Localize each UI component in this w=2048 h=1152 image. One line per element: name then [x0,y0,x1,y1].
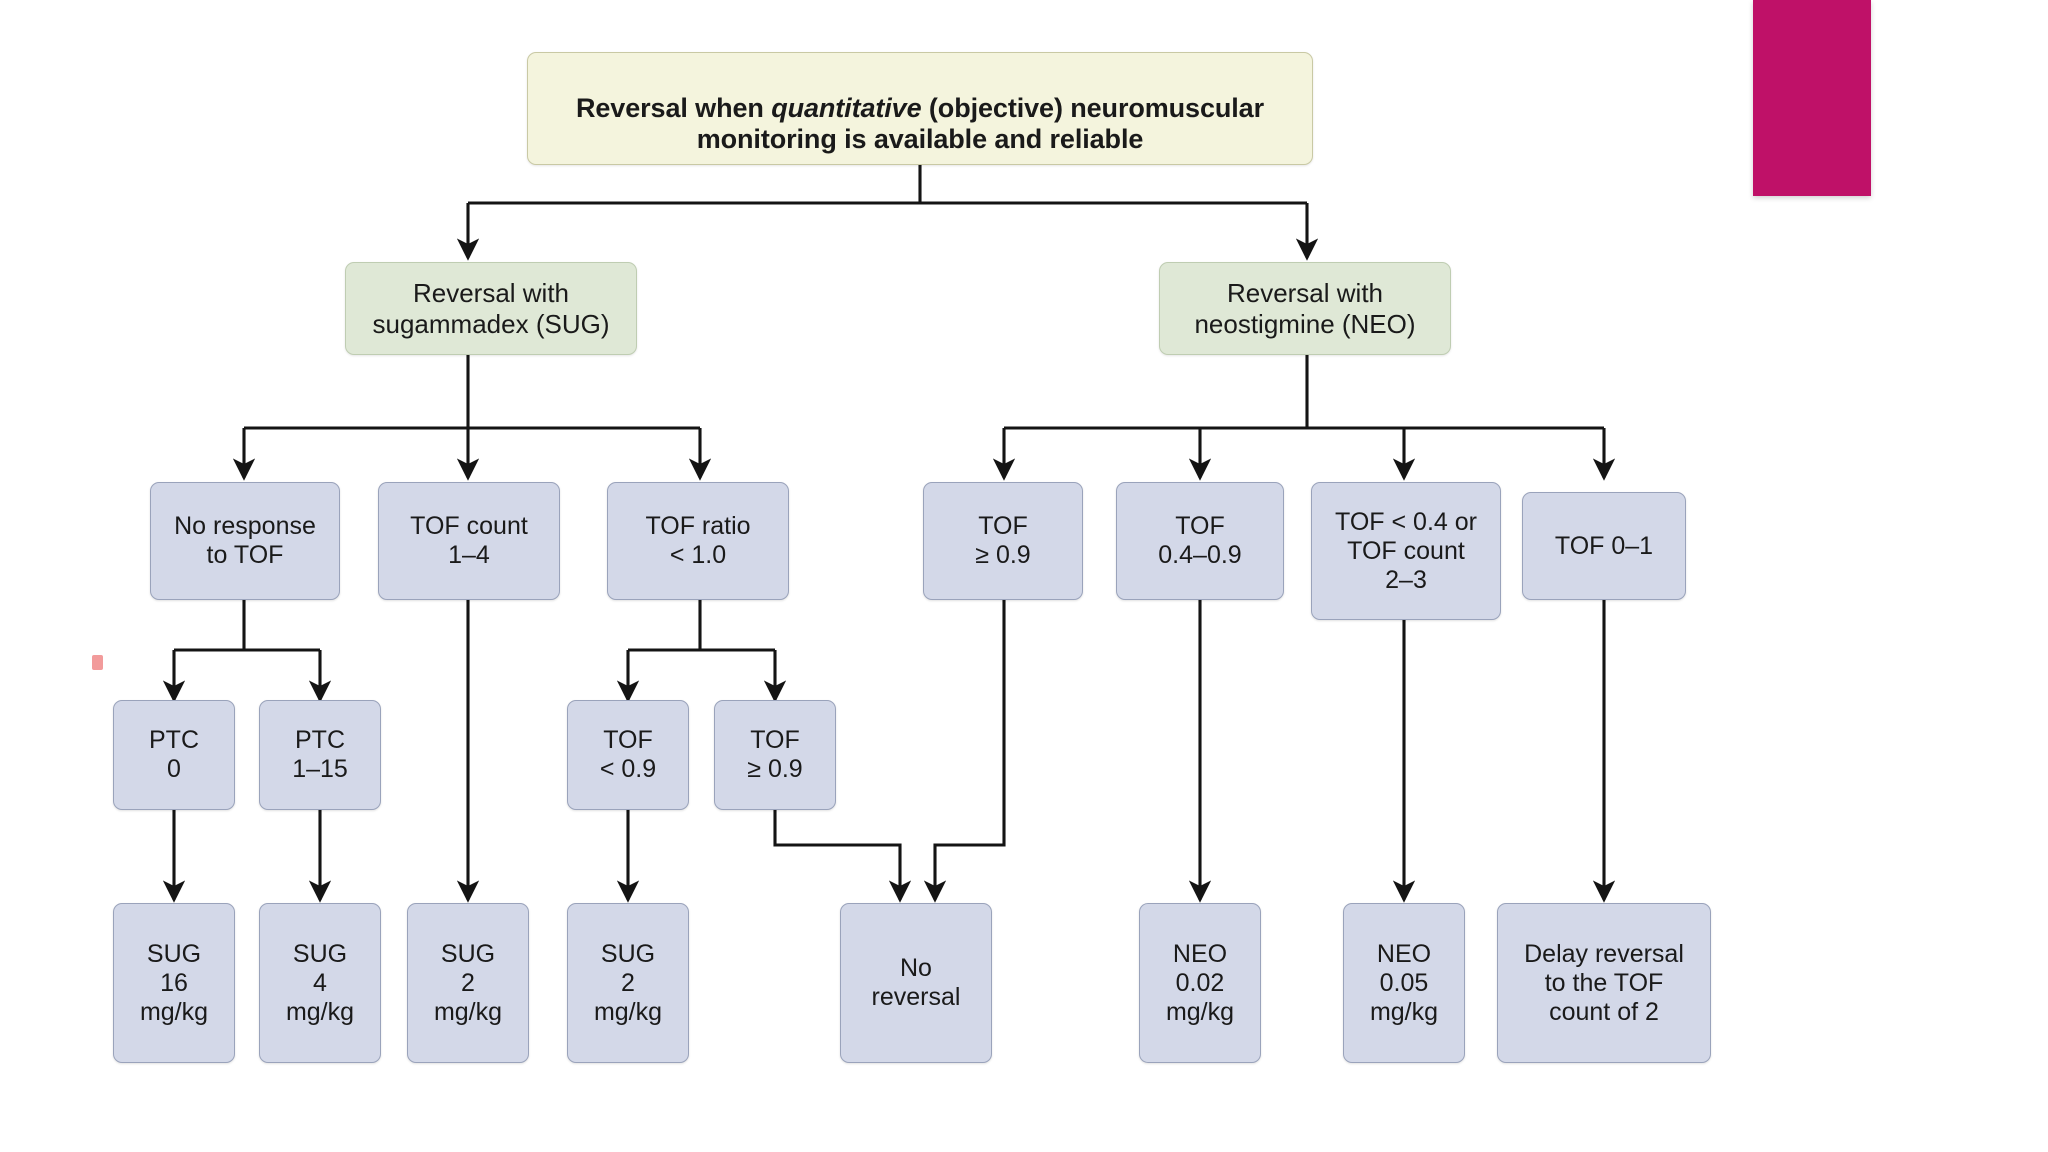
outcome-node-neo-002: NEO 0.02 mg/kg [1139,903,1261,1063]
outcome-node-no-reversal: No reversal [840,903,992,1063]
outcome-node-sug-2-b: SUG 2 mg/kg [567,903,689,1063]
title-before: Reversal when [575,92,772,123]
title-after: (objective) neuromuscular monitoring is … [696,92,1264,155]
outcome-node-sug-4: SUG 4 mg/kg [259,903,381,1063]
outcome-node-neo-005: NEO 0.05 mg/kg [1343,903,1465,1063]
level2-node-tof-lt-04-or-count-2-3: TOF < 0.4 or TOF count 2–3 [1311,482,1501,620]
level2-node-no-response-tof: No response to TOF [150,482,340,600]
level3-node-ptc-0: PTC 0 [113,700,235,810]
level2-node-tof-04-09: TOF 0.4–0.9 [1116,482,1284,600]
branch-node-neo: Reversal with neostigmine (NEO) [1159,262,1451,355]
level2-node-tof-count-1-4: TOF count 1–4 [378,482,560,600]
outcome-node-sug-2-a: SUG 2 mg/kg [407,903,529,1063]
level3-node-ptc-1-15: PTC 1–15 [259,700,381,810]
branch-node-sug: Reversal with sugammadex (SUG) [345,262,637,355]
level2-node-tof-ge-09: TOF ≥ 0.9 [923,482,1083,600]
outcome-node-delay-reversal: Delay reversal to the TOF count of 2 [1497,903,1711,1063]
title-text: Reversal when quantitative (objective) n… [546,62,1294,156]
level2-node-tof-0-1: TOF 0–1 [1522,492,1686,600]
outcome-node-sug-16: SUG 16 mg/kg [113,903,235,1063]
red-ink-speck [92,655,103,670]
level3-node-tof-ge-09-sug: TOF ≥ 0.9 [714,700,836,810]
title-italic: quantitative [771,92,922,123]
level3-node-tof-lt-09: TOF < 0.9 [567,700,689,810]
title-box: Reversal when quantitative (objective) n… [527,52,1313,165]
level2-node-tof-ratio-lt-1: TOF ratio < 1.0 [607,482,789,600]
pink-color-block [1753,0,1871,196]
